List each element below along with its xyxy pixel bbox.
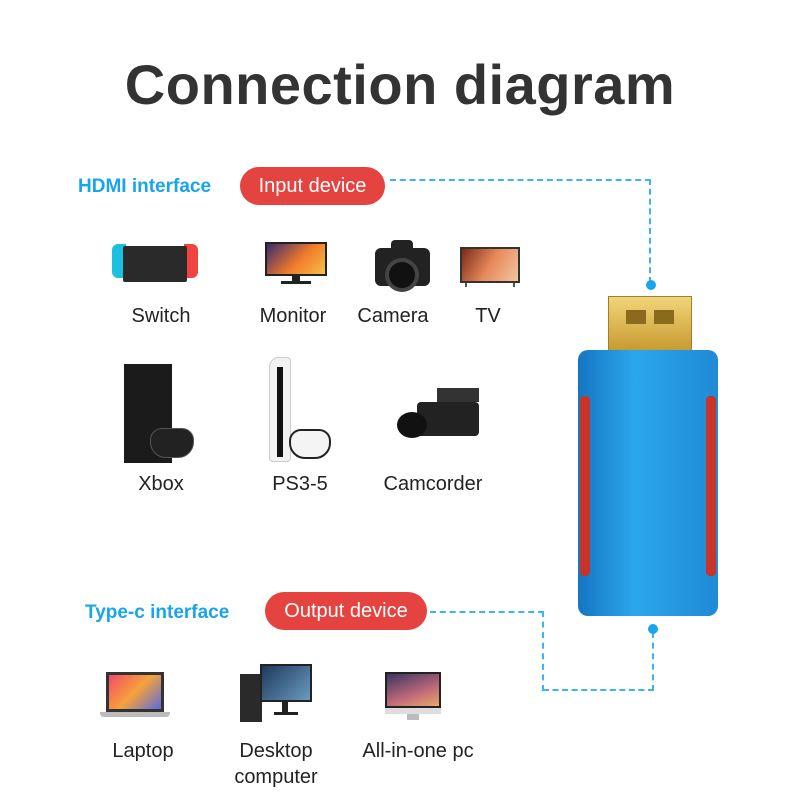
input-connector-line [390,179,651,283]
camcorder-icon [397,388,485,450]
tv-icon [460,247,520,287]
all-in-one-pc-icon [385,672,441,720]
device-label-laptop: Laptop [112,740,174,762]
laptop-icon [100,672,170,720]
xbox-icon [124,364,196,464]
device-label-camera: Camera [357,305,429,327]
device-label-switch: Switch [131,305,191,327]
hdmi-interface-label: HDMI interface [78,176,212,197]
output-connector-line-2 [543,632,654,691]
input-device-badge: Input device [240,167,385,205]
device-label-computer: computer [234,766,318,788]
typec-interface-label: Type-c interface [85,602,230,623]
monitor-icon [265,242,327,284]
output-device-badge: Output device [265,592,427,630]
input-connector-dot [646,280,656,290]
desktop-computer-icon [240,664,312,722]
device-label-all-in-one-pc: All-in-one pc [362,740,474,762]
switch-icon [112,242,198,282]
device-label-ps3-5: PS3-5 [272,473,328,495]
device-label-camcorder: Camcorder [383,473,483,495]
output-connector-dot [648,624,658,634]
ps5-icon [265,357,331,465]
device-label-tv: TV [475,305,501,327]
camera-icon [375,240,430,292]
device-label-monitor: Monitor [259,305,327,327]
device-label-xbox: Xbox [138,473,184,495]
device-label-desktop: Desktop [239,740,313,762]
output-connector-line [430,611,544,691]
hdmi-typec-adapter-image [578,296,718,616]
page-title: Connection diagram [124,53,676,116]
